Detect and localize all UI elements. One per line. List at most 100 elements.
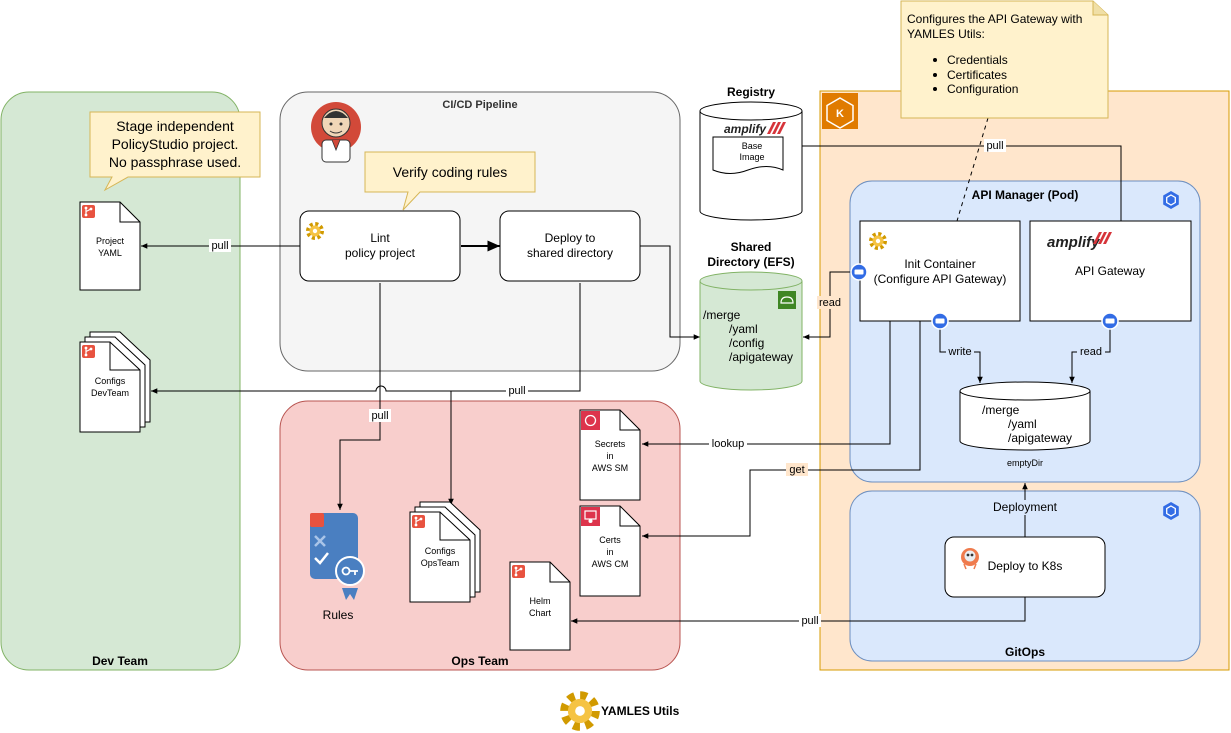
note-configures-title-1: Configures the API Gateway with [907, 12, 1082, 26]
configs-devteam-documents[interactable]: Configs DevTeam [79, 331, 151, 433]
note-verify-coding-rules: Verify coding rules [364, 151, 536, 211]
lint-policy-project-node[interactable]: Lint policy project [299, 210, 461, 282]
edge-get [642, 321, 921, 539]
emptydir-label: emptyDir [1007, 458, 1043, 468]
note-stage-line2: PolicyStudio project. [112, 136, 239, 152]
registry-title: Registry [727, 85, 775, 99]
edge-label-write-emptydir: write [947, 346, 971, 358]
legend-yamles-utils: YAMLES Utils [565, 696, 680, 727]
emptydir-path-2: /yaml [1008, 417, 1037, 431]
note-configures-api-gateway: Configures the API Gateway with YAMLES U… [900, 0, 1109, 119]
certs-line1: Certs [599, 535, 621, 545]
ops-team-label: Ops Team [451, 654, 508, 668]
registry-cylinder[interactable]: amplify Base Image [699, 101, 803, 221]
init-container-line2: (Configure API Gateway) [874, 272, 1007, 286]
legend-yamles-label: YAMLES Utils [601, 704, 680, 718]
note-configures-item-2: Certificates [947, 68, 1007, 82]
edge-label-pull-rules: pull [371, 410, 388, 422]
shared-path-3: /config [729, 336, 764, 350]
rules-node[interactable]: Rules [310, 513, 365, 622]
gitops-label: GitOps [1005, 645, 1045, 659]
edge-deploy-to-shared [640, 245, 700, 340]
secrets-aws-sm-document[interactable]: Secrets in AWS SM [579, 409, 641, 501]
api-manager-pod-label: API Manager (Pod) [972, 188, 1079, 202]
note-stage-line1: Stage independent [116, 118, 234, 134]
helm-chart-document[interactable]: Helm Chart [509, 561, 571, 651]
svg-text:K: K [836, 108, 844, 120]
shared-path-4: /apigateway [729, 350, 793, 364]
base-image-line1: Base [742, 141, 763, 151]
configs-devteam-line2: DevTeam [91, 388, 129, 398]
emptydir-path-1: /merge [982, 403, 1020, 417]
shared-dir-title-line1: Shared [731, 240, 772, 254]
eks-icon: K [822, 93, 858, 129]
configs-opsteam-line2: OpsTeam [421, 558, 460, 568]
edge-label-read-shared: read [819, 297, 841, 309]
secrets-line1: Secrets [595, 439, 626, 449]
edge-pull-base-image [795, 143, 1122, 221]
edge-label-pull-helm: pull [801, 615, 818, 627]
note-configures-title-2: YAMLES Utils: [907, 27, 985, 41]
api-gateway-label: API Gateway [1075, 264, 1145, 278]
note-verify-text: Verify coding rules [393, 164, 507, 180]
edge-label-pull-configs-dev: pull [508, 385, 525, 397]
volume-mount-icon [1101, 312, 1119, 330]
init-container-node[interactable]: Init Container (Configure API Gateway) [859, 220, 1021, 322]
edge-label-deployment: Deployment [993, 500, 1058, 514]
rules-label: Rules [323, 608, 354, 622]
secrets-line3: AWS SM [592, 463, 628, 473]
shared-dir-title-line2: Directory (EFS) [707, 255, 794, 269]
shared-path-2: /yaml [729, 322, 758, 336]
shared-directory-cylinder[interactable]: /merge /yaml /config /apigateway [699, 271, 803, 391]
git-icon [81, 344, 96, 359]
note-connector [956, 117, 989, 222]
certs-aws-cm-document[interactable]: Certs in AWS CM [579, 505, 641, 597]
api-gateway-brand: amplify [1047, 234, 1100, 251]
git-icon [81, 204, 96, 219]
edge-label-pull-project: pull [211, 240, 228, 252]
note-stage-line3: No passphrase used. [109, 154, 241, 170]
emptydir-volume-cylinder[interactable]: /merge /yaml /apigateway [959, 381, 1091, 451]
edge-pull-configs-dev [151, 283, 581, 394]
argocd-icon [961, 548, 979, 570]
volume-mount-icon [850, 263, 868, 281]
edge-label-pull-base-image: pull [986, 140, 1003, 152]
edge-label-read-emptydir: read [1080, 346, 1102, 358]
api-gateway-node[interactable]: amplify API Gateway [1029, 220, 1192, 322]
efs-icon [778, 291, 796, 309]
deploy-shared-directory-node[interactable]: Deploy to shared directory [499, 210, 641, 282]
shared-path-1: /merge [703, 308, 741, 322]
deploy-k8s-label: Deploy to K8s [988, 559, 1063, 573]
project-yaml-document[interactable]: Project YAML [79, 201, 141, 291]
edge-label-get: get [789, 464, 804, 476]
note-configures-item-1: Credentials [947, 53, 1008, 67]
git-icon [511, 564, 526, 579]
volume-mount-icon [931, 312, 949, 330]
project-yaml-line1: Project [96, 236, 125, 246]
registry-brand: amplify [724, 122, 767, 136]
secrets-line2: in [606, 451, 613, 461]
base-image-line2: Image [739, 152, 764, 162]
dev-team-label: Dev Team [92, 654, 148, 668]
edge-pull-rules [337, 283, 381, 510]
project-yaml-line2: YAML [98, 248, 122, 258]
certificate-manager-icon [581, 507, 600, 526]
helm-chart-line2: Chart [529, 608, 552, 618]
edge-label-lookup: lookup [712, 438, 744, 450]
lint-line1: Lint [370, 231, 390, 245]
secrets-manager-icon [581, 411, 600, 430]
configs-opsteam-documents[interactable]: Configs OpsTeam [409, 501, 481, 603]
emptydir-path-3: /apigateway [1008, 431, 1072, 445]
cicd-label: CI/CD Pipeline [442, 99, 517, 111]
lint-line2: policy project [345, 246, 416, 260]
yamles-gear-icon [565, 696, 596, 727]
configs-opsteam-line1: Configs [425, 546, 456, 556]
init-container-line1: Init Container [904, 257, 975, 271]
certs-line3: AWS CM [592, 559, 629, 569]
helm-chart-line1: Helm [529, 596, 550, 606]
certs-line2: in [606, 547, 613, 557]
deploy-to-k8s-node[interactable]: Deploy to K8s [944, 536, 1106, 598]
git-icon [411, 514, 426, 529]
jenkins-logo-icon [311, 102, 361, 163]
